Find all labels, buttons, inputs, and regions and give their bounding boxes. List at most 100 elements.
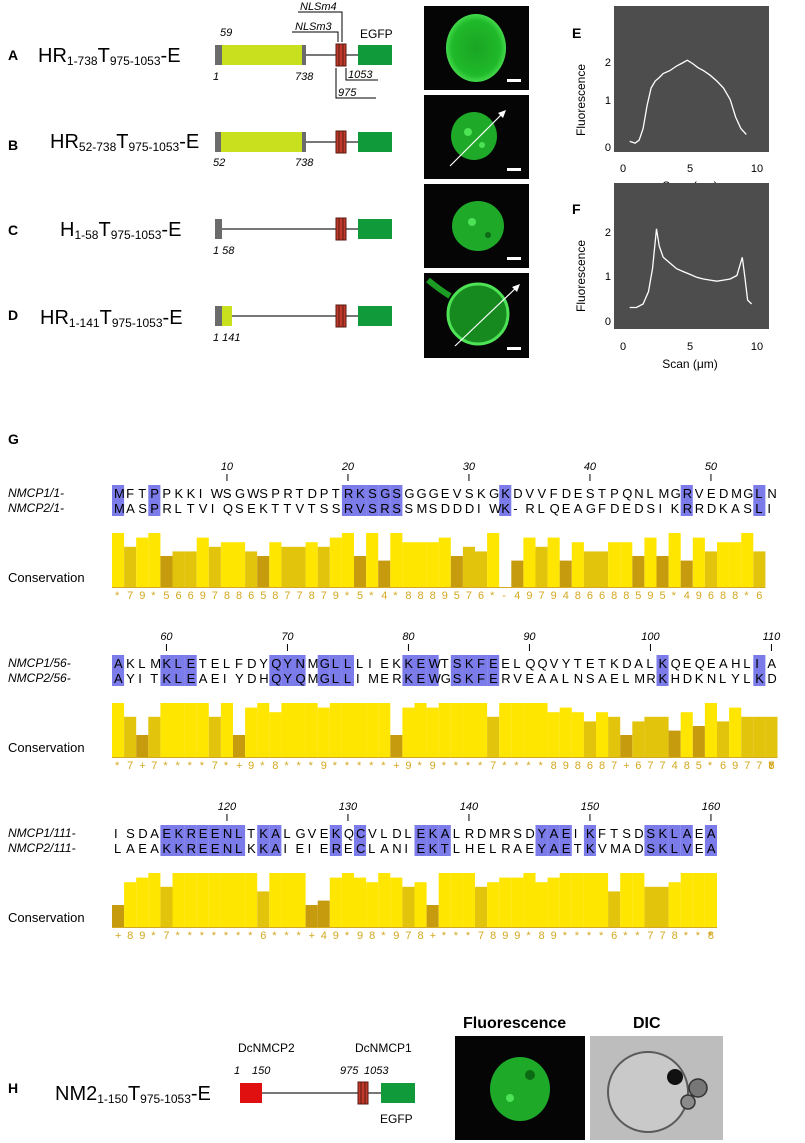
conservation-bar: [608, 542, 621, 587]
x-tick: 10: [751, 341, 763, 353]
conserved-highlight: [680, 825, 693, 856]
conservation-bar: [257, 556, 270, 587]
scan-arrowhead: [512, 284, 520, 292]
conserved-highlight: [414, 655, 427, 686]
conservation-bar: [245, 873, 258, 927]
pos-1053: 1053: [348, 69, 373, 81]
conservation-bar: [644, 886, 657, 927]
conserved-highlight: [753, 485, 766, 516]
conserved-highlight: [329, 655, 342, 686]
conservation-bar: [620, 542, 633, 587]
conservation-bar: [462, 546, 475, 587]
conservation-bar: [583, 551, 596, 587]
y-tick: 2: [605, 227, 611, 239]
conservation-bar: [269, 542, 282, 587]
conservation-bar: [511, 877, 524, 927]
conserved-highlight: [172, 825, 185, 856]
cell-c: [452, 201, 504, 251]
conservation-bar: [535, 882, 548, 927]
conservation-bar: [487, 716, 500, 757]
panel-letter-d: D: [8, 307, 18, 323]
seq-name-nmcp1: NMCP1/1-: [8, 486, 64, 500]
construct-name-b: HR52-738T975-1053-E: [50, 131, 199, 154]
conservation-bar: [511, 703, 524, 757]
conservation-bar: [293, 546, 306, 587]
conservation-bar: [329, 877, 342, 927]
position-tick: 40: [584, 461, 597, 473]
dcnmcp2-domain: [240, 1083, 262, 1103]
conservation-bar: [608, 891, 621, 927]
conservation-bar: [208, 873, 221, 927]
nuclear-spot: [479, 142, 485, 148]
conservation-bar: [487, 533, 500, 587]
conservation-bar: [245, 551, 258, 587]
conservation-bar: [571, 542, 584, 587]
conservation-bar: [112, 703, 125, 757]
nuclear-spot: [525, 1070, 535, 1080]
fluorescence-profile: [629, 228, 753, 309]
conserved-highlight: [414, 825, 427, 856]
position-tick: 120: [218, 801, 237, 813]
conservation-bar: [269, 873, 282, 927]
conserved-highlight: [426, 825, 439, 856]
conservation-bar: [583, 873, 596, 927]
nls-box: [335, 217, 347, 241]
conservation-bar: [608, 716, 621, 757]
conserved-highlight: [208, 825, 221, 856]
conservation-bar: [717, 721, 730, 757]
conservation-bar: [233, 542, 246, 587]
conservation-bar: [414, 703, 427, 757]
conservation-bar: [293, 703, 306, 757]
conservation-bar: [596, 551, 609, 587]
conservation-bar: [112, 533, 125, 587]
conservation-bar: [632, 873, 645, 927]
conservation-bar: [692, 537, 705, 587]
scan-plots: E 2 1 0 0 5 10 Scan (μm) Fluorescence F …: [572, 6, 769, 371]
conservation-bar: [632, 556, 645, 587]
conservation-bar: [148, 716, 161, 757]
nls-box: [335, 43, 347, 67]
conservation-bar: [462, 703, 475, 757]
conserved-highlight: [547, 825, 560, 856]
conserved-highlight: [644, 825, 657, 856]
conservation-bar: [535, 546, 548, 587]
conservation-bar: [741, 533, 754, 587]
conserved-highlight: [160, 655, 173, 686]
head-domain: [215, 132, 221, 152]
conserved-highlight: [233, 825, 246, 856]
cell-h: [490, 1057, 550, 1121]
conservation-bar: [438, 873, 451, 927]
conservation-bar: [220, 542, 233, 587]
conservation-bar: [571, 873, 584, 927]
conservation-bar: [281, 546, 294, 587]
conserved-highlight: [656, 825, 669, 856]
conserved-highlight: [112, 655, 125, 686]
conserved-highlight: [656, 655, 669, 686]
conservation-bar: [208, 716, 221, 757]
nls-box: [357, 1081, 369, 1105]
conservation-bar: [269, 712, 282, 757]
conserved-highlight: [196, 825, 209, 856]
conserved-highlight: [390, 485, 403, 516]
cell-b: [451, 112, 497, 160]
scan-arrow: [454, 285, 519, 347]
pos-975-bracket: [335, 68, 376, 99]
conservation-bar: [402, 886, 415, 927]
dcnmcp2-label: DcNMCP2: [238, 1041, 295, 1055]
pos-150: 150: [252, 1065, 271, 1077]
nlsm4-label: NLSm4: [300, 1, 337, 13]
conservation-bar: [317, 900, 330, 927]
egfp-box: [358, 45, 392, 65]
seq-name-nmcp2: NMCP2/1-: [8, 501, 64, 515]
conservation-bar: [450, 703, 463, 757]
conservation-bar: [233, 873, 246, 927]
nuclear-spot: [464, 128, 472, 136]
conservation-scores: *7+7****7*+9*8***9*****+9*9****7****8986…: [115, 760, 775, 772]
y-tick: 0: [605, 316, 611, 328]
conservation-bar: [475, 703, 488, 757]
position-tick: 30: [463, 461, 476, 473]
conservation-bar: [378, 873, 391, 927]
conservation-bar: [402, 542, 415, 587]
scale-bar: [507, 347, 521, 350]
